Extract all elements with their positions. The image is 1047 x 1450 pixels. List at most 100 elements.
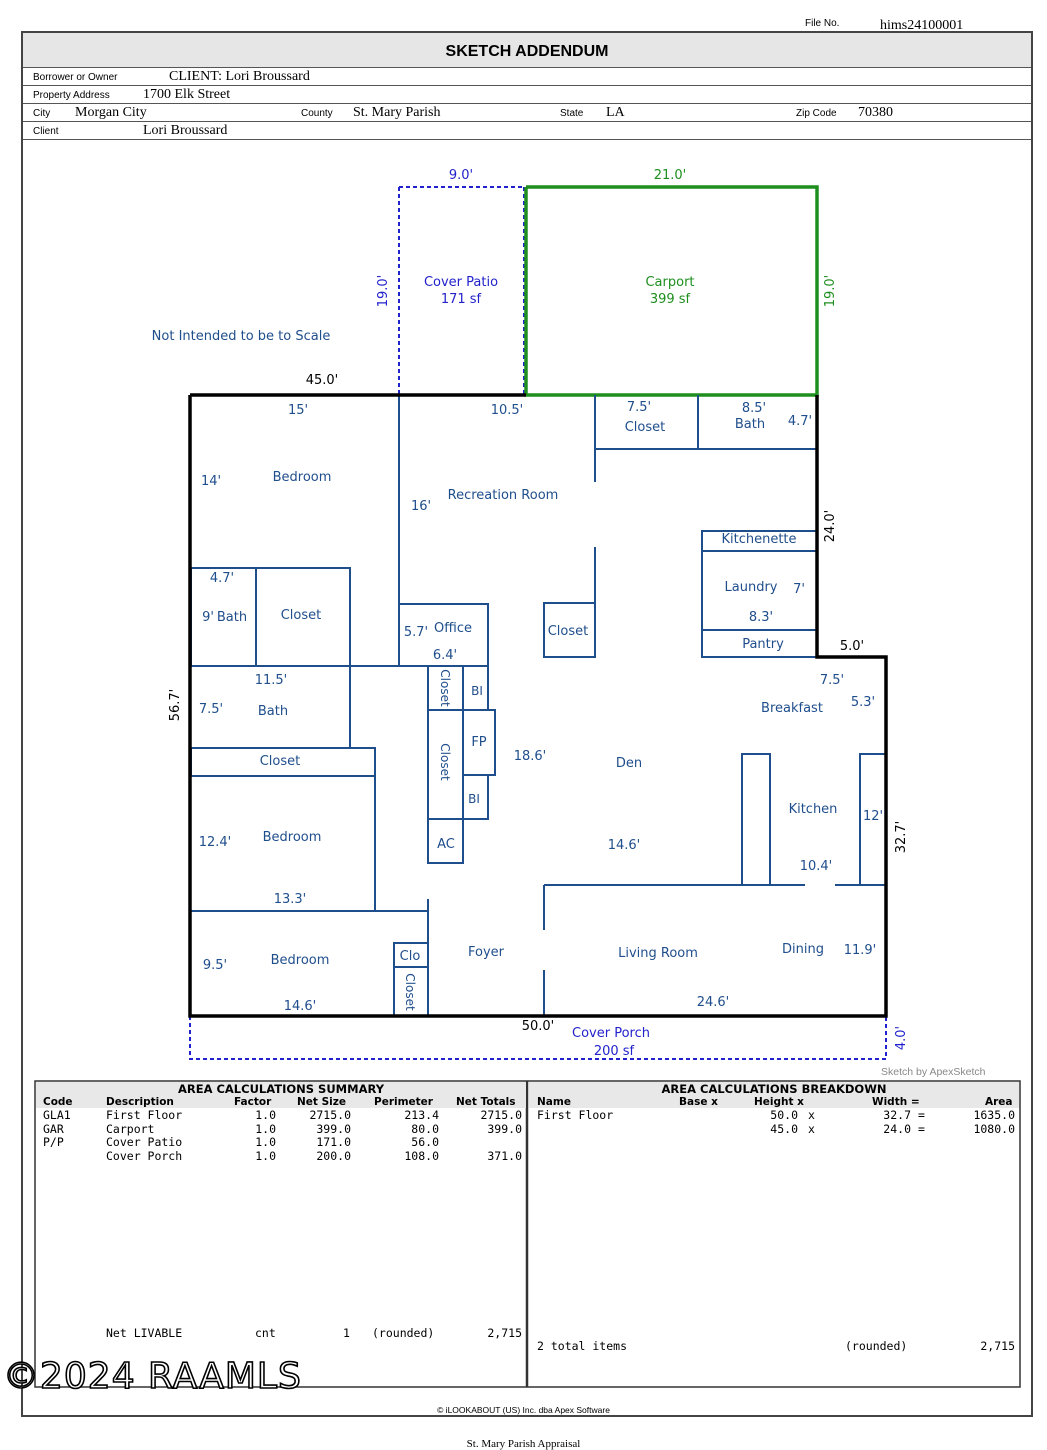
closet-v3-label: Closet [403,973,417,1011]
summary-title: AREA CALCULATIONS SUMMARY [177,1082,385,1096]
laundry-label: Laundry [725,580,778,595]
dim-top-9: 9.0' [449,168,473,183]
address-label: Property Address [33,90,110,101]
borrower-value: CLIENT: Lori Broussard [169,69,310,84]
bedroom3-height: 9.5' [203,958,227,973]
summary-row-3-size: 171.0 [316,1135,351,1149]
dim-top-21: 21.0' [654,168,687,183]
closet2-label: Closet [281,608,322,623]
breakfast-label: Breakfast [761,701,823,716]
breakdown-col-area: Area [985,1096,1013,1108]
breakdown-total-items: 2 total items [537,1339,628,1353]
summary-row-2-desc: Carport [106,1122,155,1136]
breakfast-height: 5.3' [851,695,875,710]
rec-room-width: 10.5' [491,403,524,418]
summary-row-3-perim: 56.0 [411,1135,439,1149]
dim-50: 50.0' [522,1019,555,1034]
summary-row-1-size: 2715.0 [309,1108,351,1122]
apex-credit: Sketch by ApexSketch [881,1066,986,1078]
breakdown-row-2-height: 45.0 [770,1122,798,1136]
city-row: City Morgan City County St. Mary Parish … [23,104,1031,122]
bedroom3-label: Bedroom [271,953,330,968]
dim-porch-4: 4.0' [894,1026,909,1050]
address-row: Property Address 1700 Elk Street [23,86,1031,104]
borrower-label: Borrower or Owner [33,72,118,83]
city-label: City [33,108,51,119]
kitchen-label: Kitchen [789,802,838,817]
breakdown-title: AREA CALCULATIONS BREAKDOWN [661,1082,887,1096]
zip-label: Zip Code [796,108,837,119]
porch-outline [189,1016,887,1060]
bedroom1-label: Bedroom [273,470,332,485]
net-livable-rounded: (rounded) [372,1326,435,1340]
breakdown-row-1-width: 32.7 [883,1108,911,1122]
bedroom3-width: 14.6' [284,999,317,1014]
breakdown-row-2-x: x [808,1122,815,1136]
den-width: 14.6' [608,838,641,853]
breakdown-row-1-area: 1635.0 [973,1108,1015,1122]
bath2-height: 9' [202,610,214,625]
summary-col-perimeter: Perimeter [374,1096,433,1108]
summary-col-net-totals: Net Totals [456,1096,516,1108]
dim-patio-19: 19.0' [376,275,391,308]
patio-label: Cover Patio [424,275,498,290]
breakfast-width: 7.5' [820,673,844,688]
summary-col-description: Description [106,1096,174,1108]
dim-carport-19: 19.0' [823,275,838,308]
summary-row-1-perim: 213.4 [404,1108,439,1122]
client-row: Client Lori Broussard [23,122,1031,140]
bedroom2-label: Bedroom [263,830,322,845]
closet-v2-label: Closet [438,743,452,781]
closet3-label: Closet [260,754,301,769]
client-label: Client [33,126,59,137]
laundry-height: 7' [793,582,805,597]
ac-label: AC [437,837,455,852]
breakdown-total: 2,715 [980,1339,1015,1353]
breakdown-col-width: Width = [872,1096,920,1108]
rec-room-height: 16' [411,499,431,514]
net-livable-label: Net LIVABLE [106,1326,183,1340]
exterior-walls [188,393,888,1018]
summary-row-4-factor: 1.0 [255,1149,276,1163]
living-room-width: 24.6' [697,995,730,1010]
software-credit: © iLOOKABOUT (US) Inc. dba Apex Software [437,1405,610,1415]
bath-top-height: 4.7' [788,414,812,429]
den-height: 18.6' [514,749,547,764]
dim-45: 45.0' [306,373,339,388]
summary-row-2-code: GAR [43,1122,64,1136]
bi1-label: BI [471,684,483,698]
porch-area: 200 sf [594,1044,635,1059]
patio-area: 171 sf [441,292,482,307]
not-to-scale-note: Not Intended to be to Scale [152,329,331,344]
client-value: Lori Broussard [143,123,228,138]
dim-5: 5.0' [840,639,864,654]
pantry-label: Pantry [742,637,784,652]
carport-outline [524,185,819,397]
summary-row-4-desc: Cover Porch [106,1149,183,1163]
summary-col-net-size: Net Size [297,1096,346,1108]
breakdown-col-base: Base x [679,1096,718,1108]
living-room-label: Living Room [618,946,698,961]
summary-row-4-perim: 108.0 [404,1149,439,1163]
kitchenette-label: Kitchenette [721,532,796,547]
porch-label: Cover Porch [572,1026,650,1041]
carport-label: Carport [645,275,694,290]
closet-mid-label: Closet [548,624,589,639]
net-livable-total: 2,715 [487,1326,522,1340]
summary-row-4-size: 200.0 [316,1149,351,1163]
bottom-footer-text: St. Mary Parish Appraisal [466,1438,581,1450]
fp-label: FP [471,735,486,750]
breakdown-rounded: (rounded) [845,1339,908,1353]
county-label: County [301,108,333,119]
borrower-row: Borrower or Owner CLIENT: Lori Broussard [23,68,1031,86]
summary-col-factor: Factor [234,1096,272,1108]
office-width: 6.4' [433,648,457,663]
bedroom2-height: 12.4' [199,835,232,850]
summary-row-4-total: 371.0 [487,1149,522,1163]
summary-row-1-code: GLA1 [43,1108,71,1122]
breakdown-row-2-eq: = [918,1122,925,1136]
closet-top-width: 7.5' [627,400,651,415]
state-label: State [560,108,584,119]
dim-56: 56.7' [168,689,183,722]
